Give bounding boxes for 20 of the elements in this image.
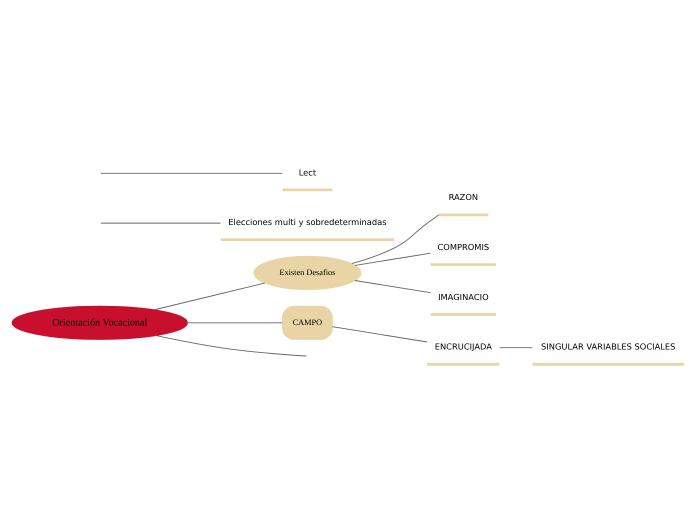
connector	[187, 322, 283, 323]
connector	[100, 172, 283, 174]
node-text: Lect	[298, 166, 316, 177]
node-text: SINGULAR VARIABLES SOCIALES	[541, 341, 676, 352]
node-text: RAZON	[448, 192, 478, 202]
node-ellipse: Orientación Vocacional	[12, 305, 188, 340]
connector	[156, 334, 307, 356]
node-text: Elecciones multi y sobredeterminadas	[228, 216, 387, 227]
connector	[100, 222, 221, 224]
connector	[332, 326, 428, 342]
connector	[354, 252, 432, 266]
connector	[499, 346, 533, 348]
node-text: IMAGINACIO	[438, 291, 489, 302]
node-text: COMPROMIS	[438, 242, 490, 252]
connector	[354, 280, 432, 293]
node-ellipse: Existen Desafios	[253, 255, 362, 290]
node-text: ENCRUCIJADA	[434, 341, 492, 352]
connector	[154, 282, 266, 310]
node-box: CAMPO	[282, 305, 333, 340]
connector	[351, 214, 440, 264]
